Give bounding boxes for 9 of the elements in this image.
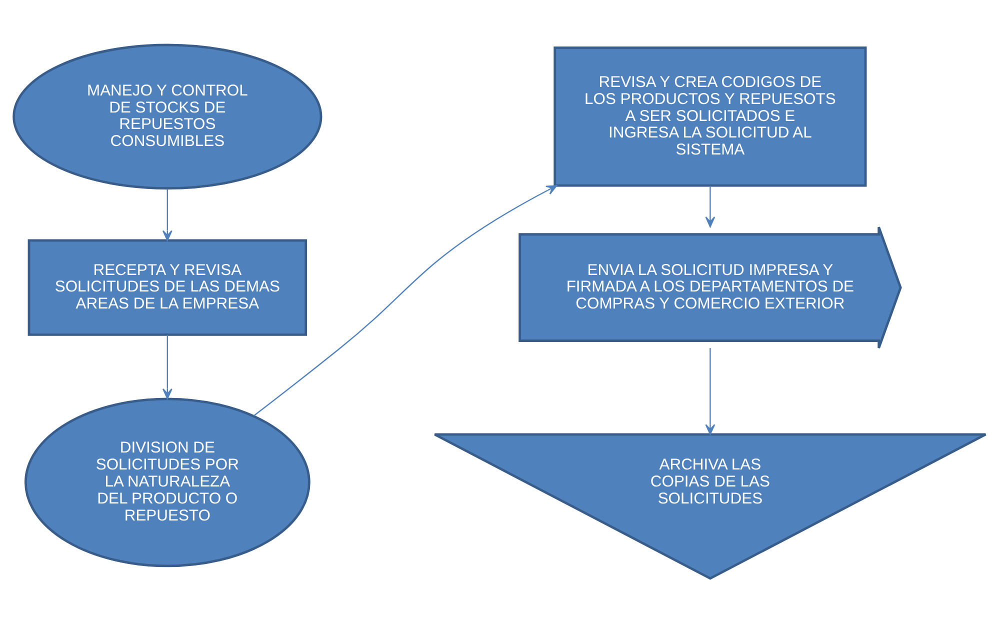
arrow (253, 185, 558, 416)
arrow (162, 188, 172, 242)
arrow (162, 334, 172, 400)
node-box: RECEPTA Y REVISA SOLICITUDES DE LAS DEMAS AREAS DE LA EMPRESA (28, 239, 308, 336)
arrow (705, 186, 716, 228)
node-ellipse: DIVISION DE SOLICITUDES POR LA NATURALEZA DEL PRODUCTO O REPUESTO (24, 398, 310, 568)
arrow (705, 348, 716, 435)
node-ellipse: MANEJO Y CONTROL DE STOCKS DE REPUESTOS CONSUMIBLES (12, 44, 322, 190)
node-box: REVISA Y CREA CODIGOS DE LOS PRODUCTOS Y REPUESOTS A SER SOLICITADOS E INGRESA LA SOLICITUD AL SISTEMA (554, 46, 867, 187)
